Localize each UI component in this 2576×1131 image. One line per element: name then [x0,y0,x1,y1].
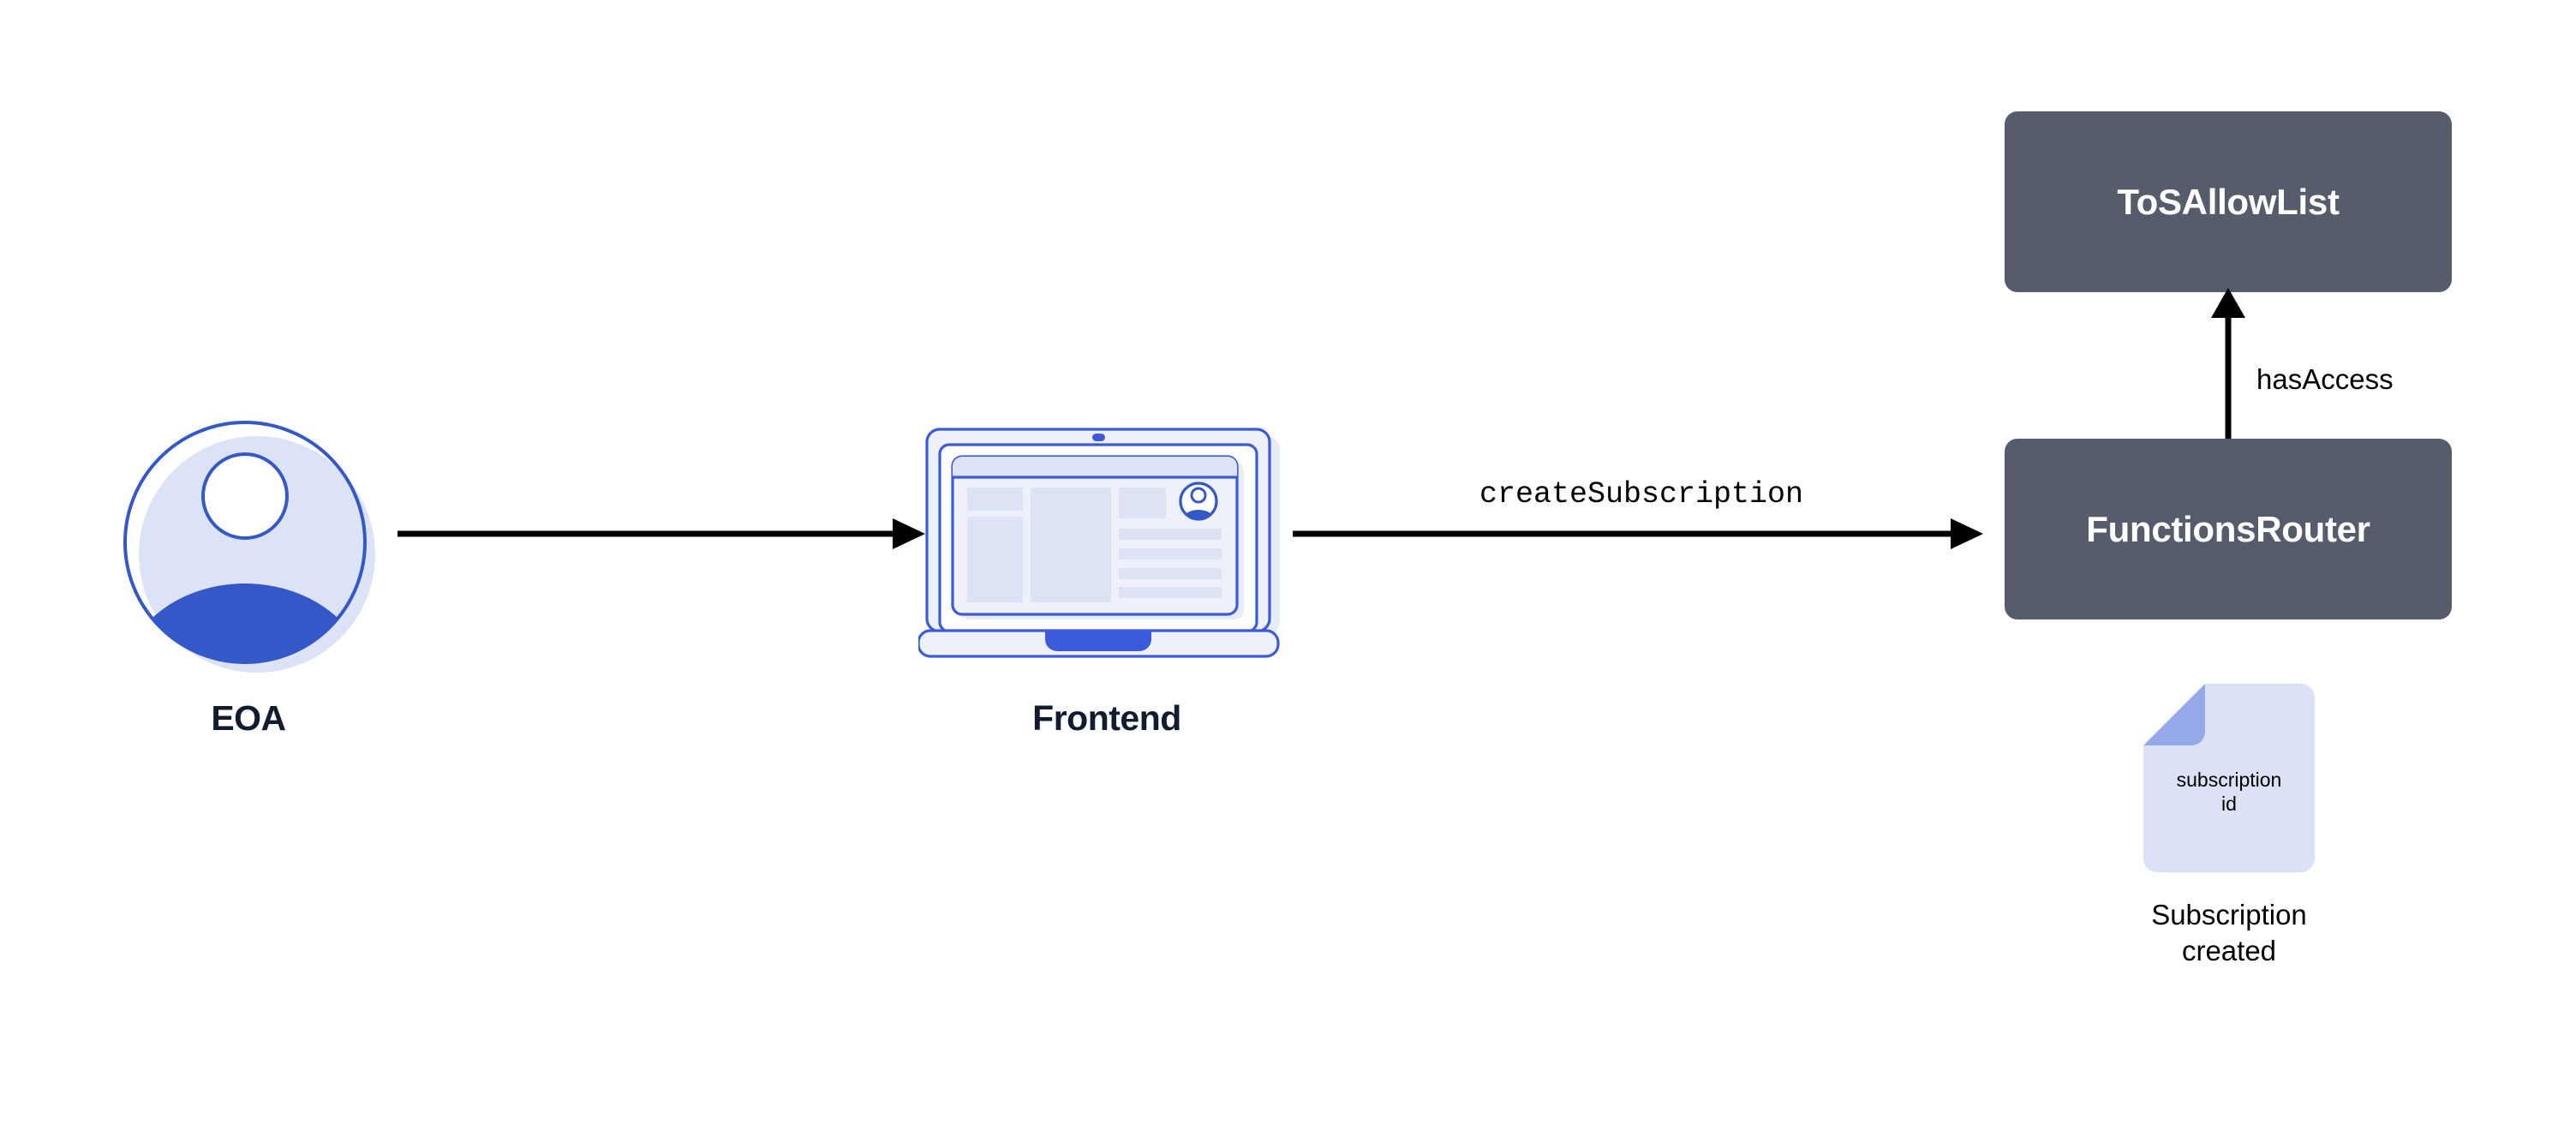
edge-label-create-subscription: createSubscription [1479,477,1804,512]
document-inner-line-1: subscription [2176,769,2282,791]
edge-label-has-access: hasAccess [2256,363,2394,395]
document-caption-line-1: Subscription [2151,899,2307,931]
node-eoa[interactable] [120,417,377,674]
node-frontend-label: Frontend [1032,698,1181,738]
node-tos-allow-list[interactable]: ToSAllowList [2005,111,2452,292]
document-inner-text: subscription id [2150,768,2308,816]
user-avatar-icon [123,421,375,673]
node-subscription-document[interactable]: subscription id [2143,684,2315,872]
arrow-eoa-to-frontend [397,518,925,549]
arrow-functions-router-to-tos-allow-list [2211,288,2245,441]
laptop-icon [918,428,1280,658]
node-functions-router-label: FunctionsRouter [2086,508,2370,549]
document-icon [2143,684,2315,872]
node-frontend[interactable] [918,424,1295,673]
arrow-frontend-to-functions-router [1293,518,1983,549]
node-functions-router[interactable]: FunctionsRouter [2005,439,2452,619]
document-caption-line-2: created [2181,935,2277,966]
document-inner-line-2: id [2221,793,2237,815]
node-tos-allow-list-label: ToSAllowList [2117,181,2340,222]
document-caption: Subscription created [2143,897,2315,969]
browser-avatar-icon [1179,482,1218,521]
node-eoa-label: EOA [211,698,286,738]
